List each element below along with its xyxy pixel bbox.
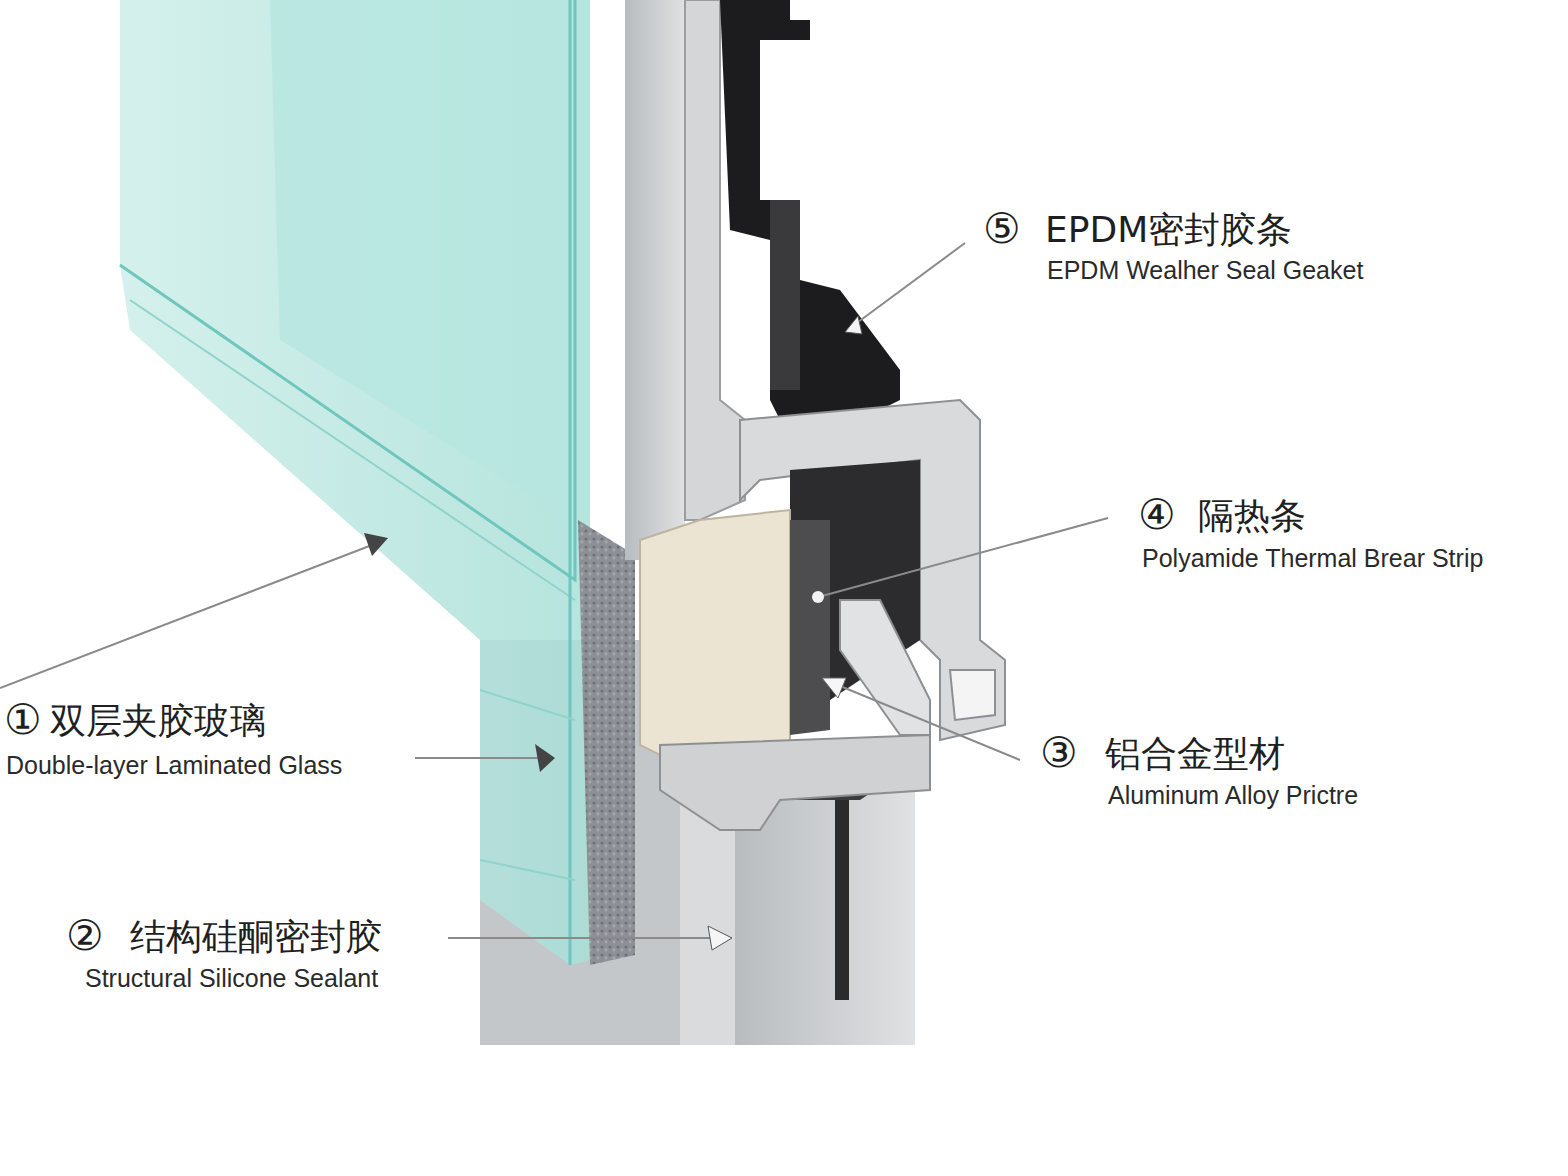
aluminum-profile (950, 670, 995, 720)
glass-edge (480, 860, 575, 880)
profile-slot (835, 790, 849, 1000)
callout-number: ③ (1040, 729, 1078, 777)
leader-line (415, 757, 538, 759)
epdm-gasket (770, 200, 800, 390)
arrowhead (845, 316, 862, 334)
callout-number: ② (66, 912, 104, 960)
epdm-gasket (720, 0, 900, 420)
part-name-zh: 结构硅酮密封胶 (130, 916, 382, 957)
glass-edge (120, 0, 575, 580)
leader-dot (812, 591, 824, 603)
glass-inner (270, 0, 570, 520)
glass-pane (120, 0, 590, 965)
leader-line (448, 937, 712, 939)
part-name-en: Polyamide Thermal Brear Strip (1142, 544, 1483, 573)
part-name-zh: 双层夹胶玻璃 (50, 700, 266, 741)
aluminum-profile (660, 735, 930, 830)
glass-edge (130, 300, 575, 600)
leader-line (0, 545, 372, 688)
aluminum-mullion (625, 0, 685, 560)
part-name-en: Double-layer Laminated Glass (6, 751, 342, 780)
part-name-en: Structural Silicone Sealant (85, 964, 378, 993)
glass-edge (569, 0, 572, 965)
part-name-zh: 铝合金型材 (1105, 733, 1285, 774)
callout-number: ④ (1138, 491, 1176, 539)
arrowhead (708, 926, 732, 950)
glass-edge (480, 690, 575, 720)
leader-line (850, 243, 965, 328)
arrowhead (822, 678, 846, 698)
leader-line (840, 686, 1020, 760)
part-name-en: Aluminum Alloy Prictre (1108, 781, 1358, 810)
leader-line (822, 518, 1108, 596)
silicone-sealant (578, 520, 635, 965)
aluminum-profile (840, 600, 930, 735)
arrowhead (535, 744, 555, 772)
part-name-en: EPDM Wealher Seal Geaket (1047, 256, 1363, 285)
arrowhead (364, 533, 388, 556)
thermal-break-block (640, 510, 790, 775)
callout-number: ⑤ (983, 205, 1021, 253)
polyamide-strip (790, 520, 830, 735)
callout-number: ① (4, 696, 42, 744)
part-name-zh: EPDM密封胶条 (1045, 209, 1292, 250)
part-name-zh: 隔热条 (1198, 495, 1306, 536)
